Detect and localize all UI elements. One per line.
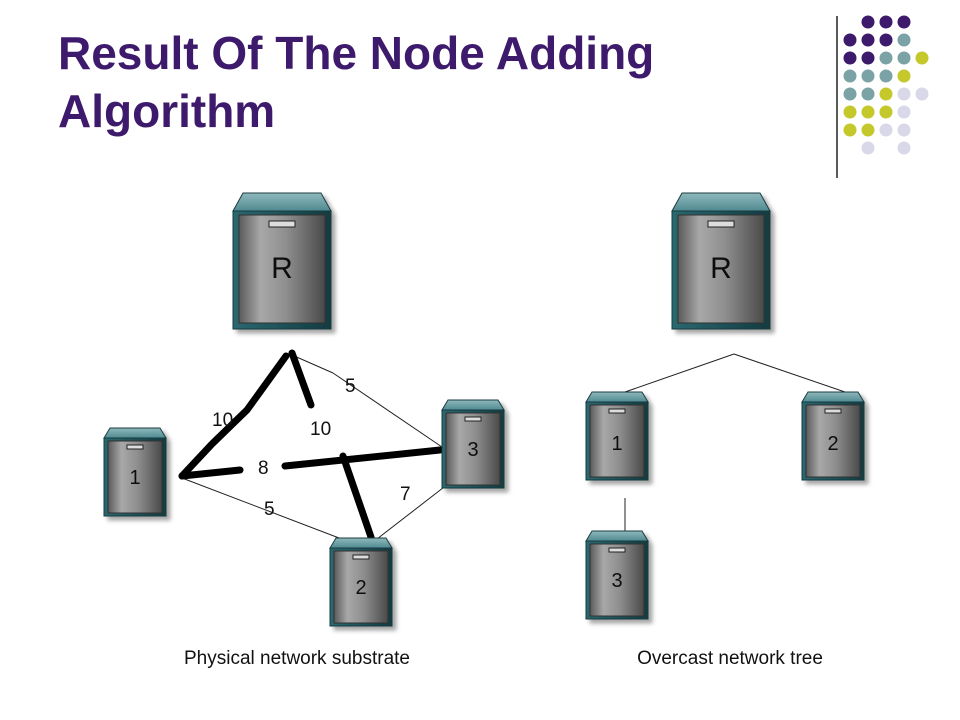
server-label-r-tree: R	[710, 252, 732, 285]
server-node-r-tree: R	[671, 192, 771, 330]
decor-dot	[843, 87, 857, 101]
decor-dot	[861, 141, 875, 155]
server-label-2-physical: 2	[355, 577, 366, 599]
slide-title: Result Of The Node Adding Algorithm	[58, 27, 655, 137]
edge-1-3-bold-right	[281, 446, 444, 470]
decor-dot	[861, 105, 875, 119]
decor-dot	[897, 69, 911, 83]
decor-dot	[915, 87, 929, 101]
edge-weight-r-3: 5	[345, 376, 356, 397]
caption-physical-network: Physical network substrate	[184, 648, 410, 669]
server-node-1-physical: 1	[103, 427, 167, 517]
decor-dot	[897, 105, 911, 119]
server-node-2-tree: 2	[801, 391, 865, 481]
caption-overcast-tree: Overcast network tree	[637, 648, 823, 669]
edge-1-2	[181, 477, 361, 547]
decor-dot	[843, 51, 857, 65]
decor-dot	[843, 33, 857, 47]
server-label-1-physical: 1	[129, 467, 140, 489]
edge-weight-1-3: 8	[258, 458, 269, 479]
decor-dot	[879, 105, 893, 119]
decor-dot	[861, 69, 875, 83]
tree-edge-r-hub-1	[624, 353, 735, 393]
edge-weight-1-2: 5	[264, 499, 275, 520]
edge-weight-r-1: 10	[212, 410, 233, 431]
decor-dot	[915, 51, 929, 65]
decor-dot	[897, 123, 911, 137]
edge-r-3	[332, 372, 443, 448]
decor-dot	[879, 51, 893, 65]
server-label-3-tree: 3	[611, 570, 622, 592]
edge-r-2-bold-lower	[339, 452, 375, 541]
tree-edge-r-hub-2	[733, 353, 846, 393]
decor-dot	[897, 15, 911, 29]
decorative-dot-grid	[843, 15, 929, 155]
decor-dot	[897, 87, 911, 101]
decor-dot	[879, 123, 893, 137]
edge-r-2-bold	[288, 349, 315, 409]
decor-dot	[897, 51, 911, 65]
decor-dot	[879, 87, 893, 101]
decor-dot	[897, 141, 911, 155]
vertical-divider	[836, 16, 838, 178]
server-label-1-tree: 1	[611, 433, 622, 455]
decor-dot	[861, 87, 875, 101]
server-label-r-physical: R	[271, 252, 293, 285]
edge-weight-r-2: 10	[310, 419, 331, 440]
server-node-3-tree: 3	[585, 530, 649, 620]
server-node-r-physical: R	[232, 192, 332, 330]
decor-dot	[861, 33, 875, 47]
edge-r-3-head	[291, 354, 334, 374]
decor-dot	[843, 105, 857, 119]
decor-dot	[861, 123, 875, 137]
decor-dot	[879, 69, 893, 83]
decor-dot	[843, 123, 857, 137]
edge-1-3-bold	[178, 466, 244, 480]
decor-dot	[879, 15, 893, 29]
edge-weight-3-2: 7	[400, 484, 411, 505]
server-node-1-tree: 1	[585, 391, 649, 481]
server-label-3-physical: 3	[467, 439, 478, 461]
decor-dot	[897, 33, 911, 47]
server-label-2-tree: 2	[827, 433, 838, 455]
decor-dot	[861, 15, 875, 29]
decor-dot	[879, 33, 893, 47]
edge-r-1-bold	[178, 352, 290, 480]
decor-dot	[861, 51, 875, 65]
server-node-2-physical: 2	[329, 537, 393, 627]
decor-dot	[843, 69, 857, 83]
edge-3-2	[367, 483, 449, 547]
server-node-3-physical: 3	[441, 399, 505, 489]
